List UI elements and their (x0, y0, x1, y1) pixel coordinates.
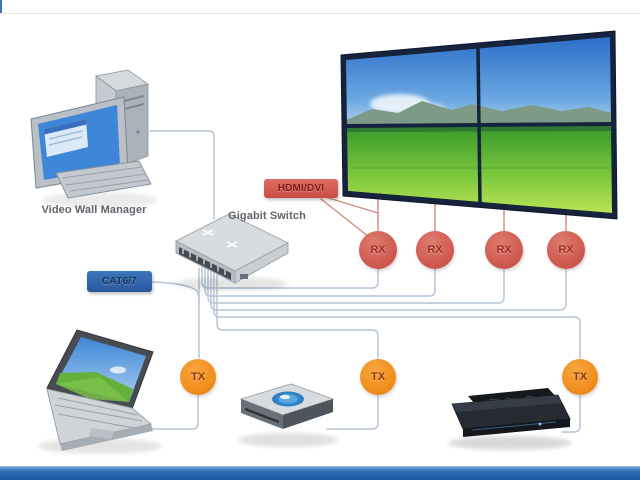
tx-node-1: TX (180, 359, 216, 395)
video-cable-lines (320, 195, 567, 238)
cable-switch-to-rx4 (210, 267, 567, 311)
video-wall-icon (340, 30, 618, 220)
bluray-side (283, 399, 333, 429)
cable-pc-to-switch (149, 130, 215, 220)
cable-tx3-to-settop (561, 395, 581, 433)
cable-switch-to-rx3 (207, 267, 505, 304)
laptop-icon (38, 329, 162, 454)
hdmi-dvi-badge: HDMI/DVI (264, 179, 338, 198)
cable-tx1-to-laptop (138, 395, 199, 430)
switch-top-mark-2 (226, 241, 238, 248)
settop-display (471, 421, 557, 431)
bluray-front (241, 399, 283, 429)
cable-switch-to-rx2 (204, 267, 436, 297)
tx-node-2: TX (360, 359, 396, 395)
switch-side (234, 242, 289, 284)
bottom-blue-bar (0, 466, 640, 480)
cable-tx2-to-bluray (326, 395, 379, 430)
cable-switch-to-tx3 (213, 267, 581, 359)
cat-cable-lines (138, 130, 581, 433)
laptop-trackpad (89, 428, 114, 439)
bluray-player-icon (238, 383, 338, 447)
cable-switch-to-tx2 (216, 267, 379, 359)
rx-node-4: RX (547, 231, 585, 269)
desktop-pc-icon (30, 69, 158, 208)
gigabit-switch-label: Gigabit Switch (228, 210, 306, 222)
video-wall-bezel-horizontal (342, 122, 617, 128)
hdmi-label-line-b (320, 198, 370, 238)
gigabit-switch-icon (175, 213, 289, 291)
cat6-7-badge: CAT6/7 (87, 271, 152, 292)
switch-top-mark-1 (202, 229, 214, 236)
tx-node-3: TX (562, 359, 598, 395)
left-edge-accent (0, 0, 2, 13)
bluray-slot (244, 407, 280, 424)
video-wall-manager-label: Video Wall Manager (41, 204, 147, 216)
hdmi-label-line-a (321, 195, 379, 214)
rx-node-2: RX (416, 231, 454, 269)
settop-box-icon (448, 388, 572, 450)
switch-ports (179, 247, 231, 280)
top-divider (0, 13, 640, 14)
rx-node-3: RX (485, 231, 523, 269)
rx-node-1: RX (359, 231, 397, 269)
